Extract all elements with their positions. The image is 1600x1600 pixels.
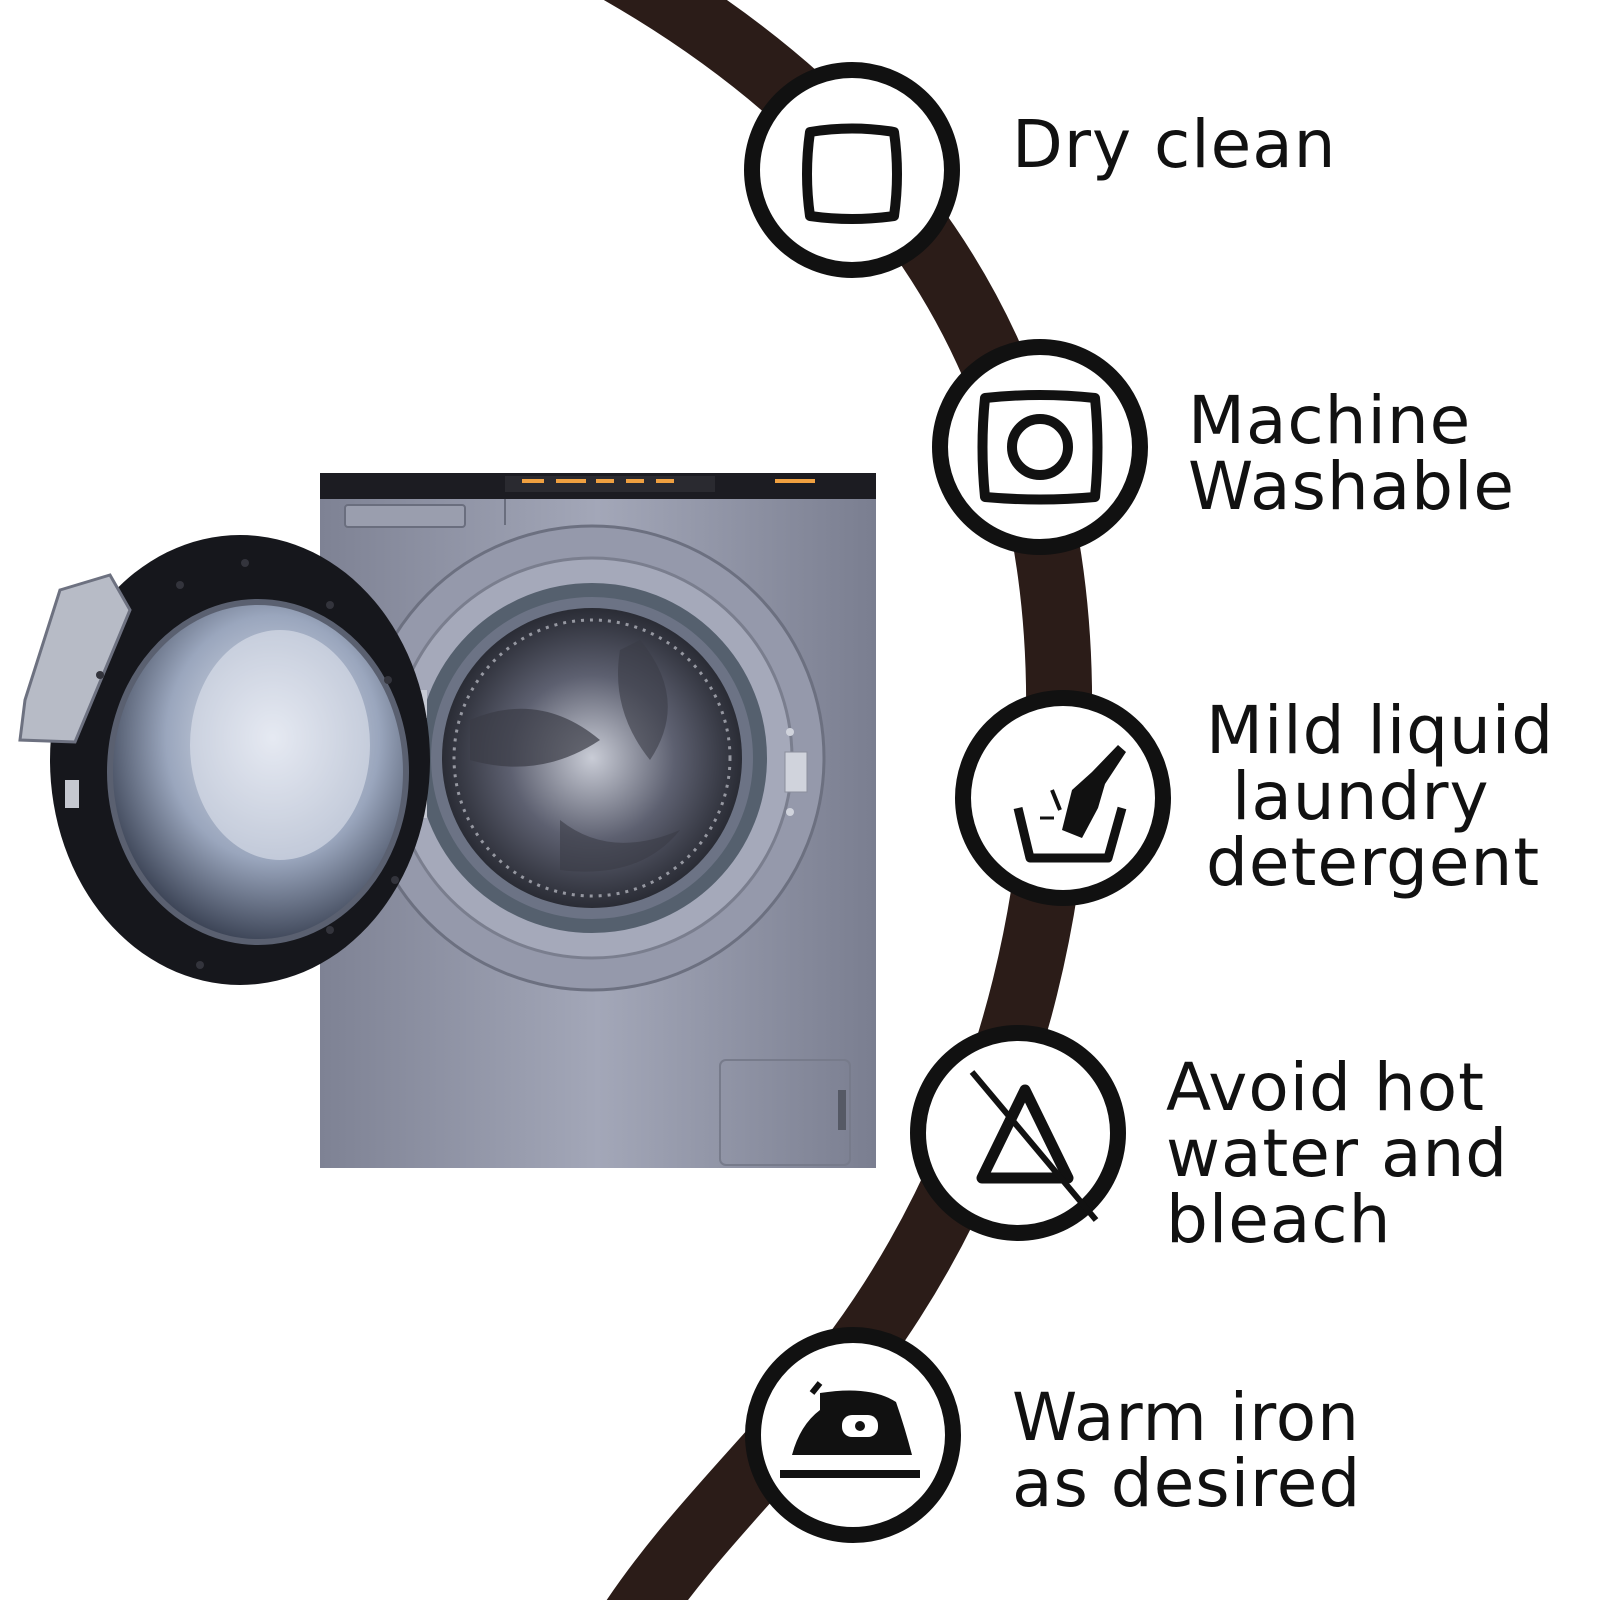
care-label-dry-clean: Dry clean: [1012, 112, 1337, 178]
crossed-triangle-icon: [969, 1070, 1099, 1222]
care-label-line: Mild liquid: [1206, 692, 1555, 769]
care-label-line: Warm iron: [1012, 1379, 1360, 1456]
care-label-line: detergent: [1206, 824, 1541, 901]
care-label-warm-iron: Warm iron as desired: [1012, 1385, 1361, 1517]
square-icon: [802, 123, 902, 224]
care-label-line: bleach: [1166, 1181, 1392, 1258]
care-label-line: Dry clean: [1012, 106, 1337, 183]
care-label-line: laundry: [1232, 758, 1490, 835]
icon-circle-2: [932, 339, 1148, 555]
icon-circle-5: [745, 1327, 961, 1543]
care-label-machine-washable: Machine Washable: [1188, 388, 1515, 520]
washing-machine-icon: [320, 473, 876, 1168]
icon-circle-3: [955, 690, 1171, 906]
machine-door-icon: [18, 535, 430, 985]
hand-in-basin-icon: [1013, 745, 1127, 863]
care-label-line: Avoid hot: [1166, 1049, 1486, 1126]
icon-circle-4: [910, 1025, 1126, 1241]
care-label-line: Machine: [1188, 382, 1472, 459]
circle-in-square-icon: [977, 390, 1103, 505]
care-label-line: as desired: [1012, 1445, 1362, 1522]
iron-icon: [780, 1381, 920, 1478]
care-label-avoid-hot-water: Avoid hot water and bleach: [1166, 1055, 1508, 1253]
icon-circle-1: [744, 62, 960, 278]
care-label-line: Washable: [1188, 448, 1515, 525]
timeline-arc: [603, 0, 1093, 1600]
care-label-mild-detergent: Mild liquid laundry detergent: [1206, 698, 1554, 896]
care-label-line: water and: [1166, 1115, 1509, 1192]
